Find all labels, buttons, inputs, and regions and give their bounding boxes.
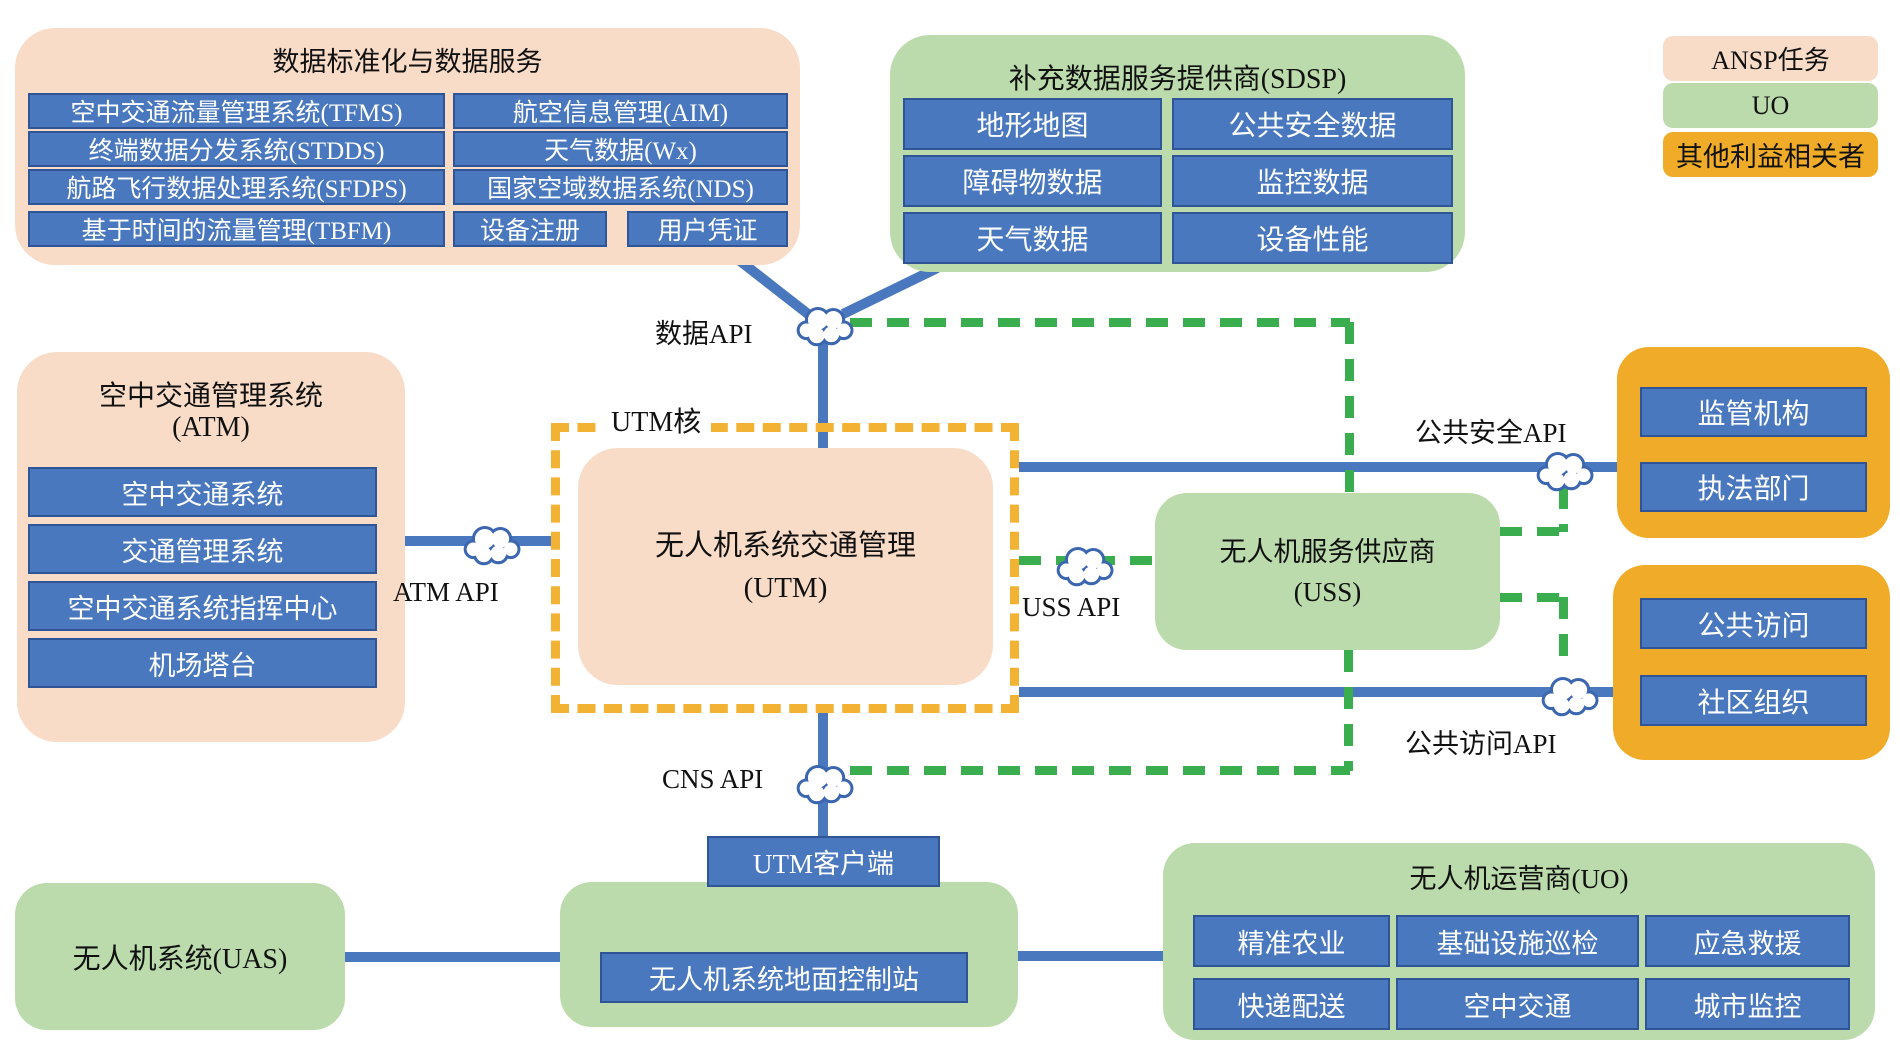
uas-box: 无人机系统(UAS) [15, 883, 345, 1030]
dashed-uss-to-access-api-v [1559, 597, 1568, 669]
atm-api-cloud-icon [463, 526, 521, 566]
public-safety-api-cloud-icon [1536, 452, 1594, 492]
uo-title: 无人机运营商(UO) [1409, 864, 1629, 894]
data-api-label: 数据API [655, 319, 753, 349]
public-access-api-label: 公共访问API [1405, 729, 1557, 759]
item-law-enforcement: 执法部门 [1640, 462, 1867, 512]
regulatory-panel: 监管机构 执法部门 [1617, 347, 1890, 538]
sdsp-panel: 补充数据服务提供商(SDSP) 地形地图 公共安全数据 障碍物数据 监控数据 天… [890, 35, 1465, 272]
legend-ansp: ANSP任务 [1663, 36, 1878, 81]
uss-api-cloud-icon [1056, 547, 1114, 587]
item-regulatory-agency: 监管机构 [1640, 387, 1867, 437]
item-device-registration: 设备注册 [453, 211, 607, 247]
item-urban-surveillance: 城市监控 [1645, 978, 1850, 1030]
item-aim: 航空信息管理(AIM) [453, 93, 788, 129]
uss-api-label: USS API [1022, 592, 1121, 622]
item-tbfm: 基于时间的流量管理(TBFM) [28, 211, 445, 247]
item-terrain-map: 地形地图 [903, 98, 1162, 150]
atm-title: 空中交通管理系统 [98, 381, 323, 412]
dashed-safety-api-to-uss-h [1500, 527, 1565, 536]
item-stdds: 终端数据分发系统(STDDS) [28, 131, 445, 167]
item-sfdps: 航路飞行数据处理系统(SFDPS) [28, 169, 445, 205]
data-services-panel: 数据标准化与数据服务 空中交通流量管理系统(TFMS) 终端数据分发系统(STD… [15, 28, 800, 265]
item-emergency-rescue: 应急救援 [1645, 915, 1850, 967]
item-infrastructure-inspection: 基础设施巡检 [1396, 915, 1639, 967]
connector-gcs-to-uo [1018, 951, 1163, 961]
dashed-data-api-to-uss-v [1345, 322, 1354, 493]
item-precision-agriculture: 精准农业 [1193, 915, 1390, 967]
utm-client-box: UTM客户端 [707, 836, 940, 887]
utm-box: 无人机系统交通管理 (UTM) [578, 448, 993, 685]
connector-utm-to-regulatory [1019, 462, 1617, 472]
item-wx: 天气数据(Wx) [453, 131, 788, 167]
uss-box: 无人机服务供应商 (USS) [1155, 493, 1500, 650]
connector-utm-to-community [1019, 687, 1613, 697]
item-ground-control-station: 无人机系统地面控制站 [600, 952, 968, 1003]
item-traffic-management-system: 交通管理系统 [28, 524, 377, 574]
data-api-cloud-icon [796, 307, 854, 347]
public-safety-api-label: 公共安全API [1415, 418, 1567, 448]
uss-label-line2: (USS) [1293, 576, 1362, 607]
connector-uas-to-gcs [345, 952, 560, 962]
sdsp-title: 补充数据服务提供商(SDSP) [1008, 64, 1347, 95]
item-express-delivery: 快递配送 [1193, 978, 1390, 1030]
dashed-uss-to-cns-v [1344, 650, 1353, 771]
data-services-title: 数据标准化与数据服务 [272, 47, 543, 77]
legend-uo: UO [1663, 83, 1878, 128]
item-weather-data: 天气数据 [903, 212, 1162, 264]
item-surveillance-data: 监控数据 [1172, 155, 1453, 207]
community-panel: 公共访问 社区组织 [1613, 565, 1890, 760]
item-airport-tower: 机场塔台 [28, 638, 377, 688]
utm-label-line2: (UTM) [743, 571, 828, 604]
gcs-panel: 无人机系统地面控制站 [560, 882, 1018, 1027]
utm-label-line1: 无人机系统交通管理 [654, 529, 916, 562]
item-tfms: 空中交通流量管理系统(TFMS) [28, 93, 445, 129]
uo-panel: 无人机运营商(UO) 精准农业 基础设施巡检 应急救援 快递配送 空中交通 城市… [1163, 843, 1875, 1040]
utm-core-label: UTM核 [601, 400, 712, 440]
dashed-uss-to-access-api-h [1500, 593, 1566, 602]
item-atc-command-center: 空中交通系统指挥中心 [28, 581, 377, 631]
item-nds: 国家空域数据系统(NDS) [453, 169, 788, 205]
item-public-access: 公共访问 [1640, 598, 1867, 649]
item-obstacle-data: 障碍物数据 [903, 155, 1162, 207]
atm-api-label: ATM API [393, 577, 499, 607]
item-community-organization: 社区组织 [1640, 675, 1867, 726]
utm-core-boundary [551, 423, 1019, 713]
public-access-api-cloud-icon [1541, 677, 1599, 717]
connector-data-api-to-utm [818, 330, 828, 448]
item-user-credentials: 用户凭证 [627, 211, 788, 247]
dashed-safety-api-to-uss-v [1559, 487, 1568, 532]
atm-panel: 空中交通管理系统 (ATM) 空中交通系统 交通管理系统 空中交通系统指挥中心 … [17, 352, 405, 742]
item-equipment-performance: 设备性能 [1172, 212, 1453, 264]
item-air-traffic: 空中交通 [1396, 978, 1639, 1030]
uss-label-line1: 无人机服务供应商 [1219, 536, 1436, 567]
dashed-uss-to-cns-h [850, 766, 1350, 775]
legend-other-stakeholders: 其他利益相关者 [1663, 132, 1878, 177]
cns-api-label: CNS API [662, 764, 764, 794]
cns-api-cloud-icon [796, 765, 854, 805]
dashed-data-api-to-uss-h [850, 318, 1350, 327]
atm-title-abbr: (ATM) [172, 412, 250, 443]
item-air-traffic-system: 空中交通系统 [28, 467, 377, 517]
item-public-safety-data: 公共安全数据 [1172, 98, 1453, 150]
